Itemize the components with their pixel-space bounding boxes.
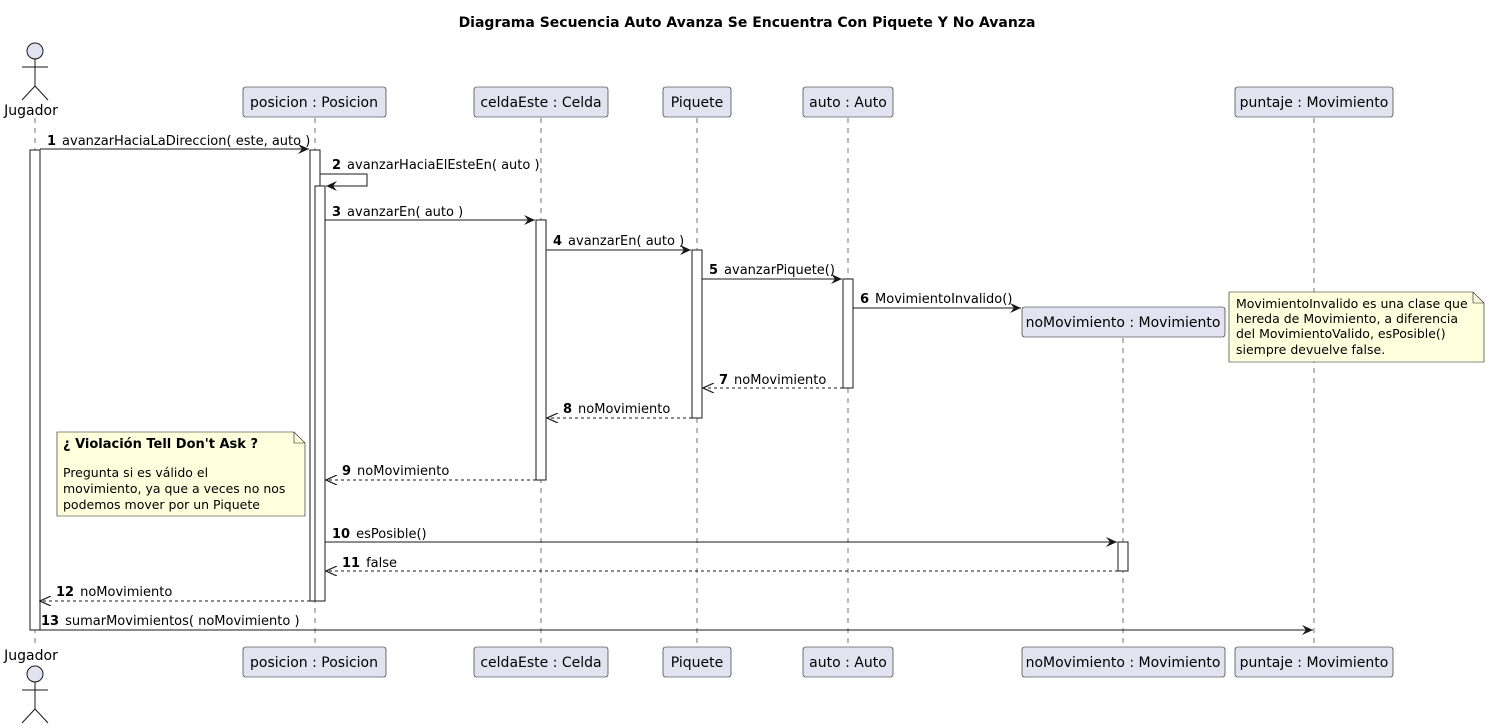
note-tell-dont-ask-line-3: podemos mover por un Piquete [63,497,260,512]
note-movimiento-invalido: MovimientoInvalido es una clase que here… [1228,291,1485,363]
actor-jugador-label-bottom: Jugador [3,648,58,664]
participant-piquete-top [662,86,732,118]
participant-auto-label-top: auto : Auto [809,95,887,111]
diagram-title: Diagrama Secuencia Auto Avanza Se Encuen… [459,15,1036,31]
participant-piquete-label-bottom: Piquete [671,655,724,671]
participant-piquete-bottom [662,646,732,678]
note-tell-dont-ask: ¿ Violación Tell Don't Ask ? Pregunta si… [56,431,306,517]
note-movimiento-invalido-line-3: del MovimientoValido, esPosible() [1236,326,1446,341]
participant-puntaje-label-top: puntaje : Movimiento [1240,95,1389,111]
participant-posicion-top [242,86,387,118]
participant-celdaeste-label-top: celdaEste : Celda [480,95,601,111]
participant-puntaje-bottom [1234,646,1394,678]
activation-celdaeste [535,219,547,481]
participant-piquete-label-top: Piquete [671,95,724,111]
participant-nomovimiento-created [1021,306,1226,338]
actor-jugador-label-top: Jugador [3,103,58,119]
participant-puntaje-top [1234,86,1394,118]
activation-nomovimiento [1117,541,1129,572]
note-movimiento-invalido-line-1: MovimientoInvalido es una clase que [1236,296,1468,311]
activation-jugador [29,149,41,631]
actor-jugador-bottom [21,665,49,724]
participant-auto-label-bottom: auto : Auto [809,655,887,671]
activation-auto [842,278,854,389]
participant-nomovimiento-label-created: noMovimiento : Movimiento [1026,315,1221,331]
participant-auto-top [802,86,894,118]
participant-posicion-label-top: posicion : Posicion [250,95,378,111]
participant-nomovimiento-label-bottom: noMovimiento : Movimiento [1026,655,1221,671]
participant-auto-bottom [802,646,894,678]
note-movimiento-invalido-line-4: siempre devuelve false. [1236,342,1385,357]
participant-puntaje-label-bottom: puntaje : Movimiento [1240,655,1389,671]
activation-piquete [691,249,703,419]
participant-posicion-label-bottom: posicion : Posicion [250,655,378,671]
activation-posicion-2 [314,185,326,602]
participant-nomovimiento-bottom [1021,646,1226,678]
participant-celdaeste-label-bottom: celdaEste : Celda [480,655,601,671]
note-tell-dont-ask-line-1: Pregunta si es válido el [63,465,208,480]
participant-celdaeste-bottom [473,646,609,678]
note-tell-dont-ask-title: ¿ Violación Tell Don't Ask ? [63,437,258,452]
participant-celdaeste-top [473,86,609,118]
note-movimiento-invalido-line-2: hereda de Movimiento, a diferencia [1236,311,1458,326]
note-tell-dont-ask-line-2: movimiento, ya que a veces no nos [63,481,285,496]
actor-jugador-top [21,42,49,101]
participant-posicion-bottom [242,646,387,678]
message-arrow-2 [320,173,368,191]
